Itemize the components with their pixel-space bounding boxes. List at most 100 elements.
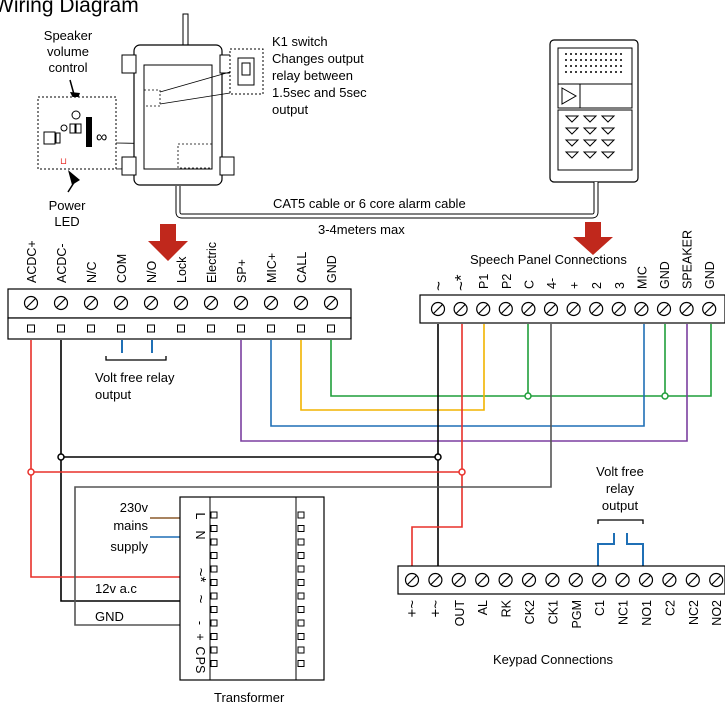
- main-unit-pin-8: [267, 324, 275, 333]
- main-unit-pin-0: [27, 324, 35, 333]
- transformer-pin-right-0: [297, 511, 305, 519]
- speech-panel-terminal-12: [702, 301, 717, 317]
- main-unit-pin-3: [117, 324, 125, 333]
- wire-blue-mic: [270, 324, 645, 427]
- mains-line-2: mains: [113, 518, 148, 533]
- wire-yellow-call: [300, 324, 485, 411]
- transformer-pin-right-6: [297, 592, 305, 600]
- transformer-pin-left-6: [210, 592, 218, 600]
- wire-purple-speaker: [240, 324, 688, 442]
- mains-line-3: supply: [110, 539, 148, 554]
- wire-red-speech-ac: [411, 324, 463, 568]
- speech-panel-terminal-11: [679, 301, 694, 317]
- pcb-led-dot: [60, 124, 68, 132]
- pcb-pot: [71, 110, 81, 120]
- keypad-label-6: CK1: [546, 600, 560, 624]
- keypad-terminal-5: [521, 572, 537, 588]
- pcb-component: [69, 123, 76, 134]
- speech-panel-label-2: P1: [477, 274, 491, 289]
- keypad-terminal-1: [428, 572, 443, 588]
- keypad-terminal-3: [475, 572, 490, 588]
- main-unit-pin-5: [177, 324, 185, 333]
- relay-left-line-1: Volt free relay: [95, 370, 175, 385]
- junction-black-left: [57, 453, 65, 461]
- speech-panel-terminal-5: [543, 301, 559, 317]
- pcb-component-2: [75, 123, 82, 134]
- transformer-pin-right-9: [297, 633, 305, 640]
- keypad-label-9: NC1: [617, 600, 631, 625]
- speech-panel-terminal-1: [453, 301, 468, 317]
- keypad-terminal-6: [545, 572, 560, 588]
- speech-panel-label-7: 2: [590, 282, 604, 289]
- transformer-terminal-label-5: +: [193, 633, 207, 640]
- wire-red-acdc-plus: [30, 340, 187, 578]
- mains-line-1: 230v: [120, 500, 149, 515]
- gnd-wire-label: GND: [95, 609, 124, 624]
- transformer-pin-right-8: [297, 619, 305, 627]
- speaker-volume-line-3: control: [48, 60, 87, 75]
- keypad-label-11: C2: [663, 600, 677, 616]
- keypad-label-5: CK2: [523, 600, 537, 624]
- wires: [27, 324, 712, 626]
- speech-panel-label-4: C: [522, 280, 536, 289]
- transformer-pin-left-7: [210, 606, 218, 613]
- speech-panel-terminal-4: [521, 301, 536, 317]
- main-unit-label-7: SP+: [235, 259, 249, 283]
- transformer-terminal-label-2: ~*: [192, 568, 209, 583]
- speech-panel-label-9: MIC: [635, 266, 649, 289]
- transformer-pin-left-9: [210, 633, 218, 640]
- keypad-terminal-13: [709, 572, 724, 588]
- speech-panel-label-0: ~: [429, 281, 448, 291]
- transformer-pin-left-5: [210, 579, 218, 586]
- k1-line-2: Changes output: [272, 51, 364, 66]
- main-unit-label-8: MIC+: [265, 253, 279, 283]
- main-unit-pin-6: [207, 324, 215, 333]
- keypad-label-4: RK: [500, 599, 514, 617]
- main-unit-pin-2: [87, 324, 95, 333]
- keypad-heading: Keypad Connections: [493, 652, 613, 667]
- speech-panel-device: [549, 39, 639, 183]
- keypad-label-0: +~: [404, 600, 421, 618]
- relay-right-label: Volt free relay output: [596, 464, 644, 513]
- keypad-terminal-11: [662, 572, 677, 588]
- main-unit-terminal-6: [203, 295, 219, 311]
- transformer-pin-right-3: [297, 552, 305, 559]
- main-unit-terminal-3: [113, 295, 129, 311]
- transformer-terminal-label-6: C: [193, 646, 207, 655]
- transformer-terminal-label-3: ~: [192, 595, 209, 604]
- keypad-terminal-0: [404, 572, 420, 588]
- speech-panel-terminal-9: [634, 301, 649, 317]
- speech-panel-label-6: +: [568, 282, 582, 289]
- main-unit-label-1: ACDC-: [55, 243, 69, 283]
- relay-left-line-2: output: [95, 387, 132, 402]
- keypad-terminal-2: [451, 572, 466, 588]
- pcb-infinity: ∞: [96, 129, 107, 146]
- transformer-pin-left-8: [210, 619, 218, 627]
- speaker-volume-label: Speaker volume control: [44, 28, 93, 75]
- junction-green-c: [524, 392, 532, 400]
- main-unit-terminal-10: [323, 295, 339, 311]
- power-led-line-1: Power: [49, 198, 87, 213]
- speech-panel-label-1: ~*: [452, 274, 471, 291]
- transformer-pin-right-10: [297, 646, 305, 654]
- speech-panel-label-5: 4-: [545, 278, 559, 289]
- speech-panel-label-10: GND: [658, 261, 672, 289]
- keypad-label-10: NO1: [640, 600, 654, 626]
- main-unit-label-2: N/C: [85, 261, 99, 283]
- relay-right-wire-c1: [597, 533, 615, 568]
- transformer: [179, 496, 325, 681]
- mains-label: 230v mains supply: [110, 500, 148, 554]
- keypad-terminal-7: [568, 572, 583, 588]
- k1-line-1: K1 switch: [272, 34, 328, 49]
- main-unit-terminal-2: [83, 295, 99, 311]
- k1-pointer-a: [159, 71, 231, 93]
- main-unit-terminal-1: [53, 295, 69, 311]
- relay-left-bracket: [105, 356, 167, 361]
- main-unit-terminal-9: [293, 295, 309, 311]
- keypad-terminal-block: [397, 565, 725, 595]
- transformer-terminal-label-4: -: [193, 621, 207, 625]
- keypad-label-13: NO2: [710, 600, 724, 626]
- main-unit-terminal-block: [7, 288, 352, 340]
